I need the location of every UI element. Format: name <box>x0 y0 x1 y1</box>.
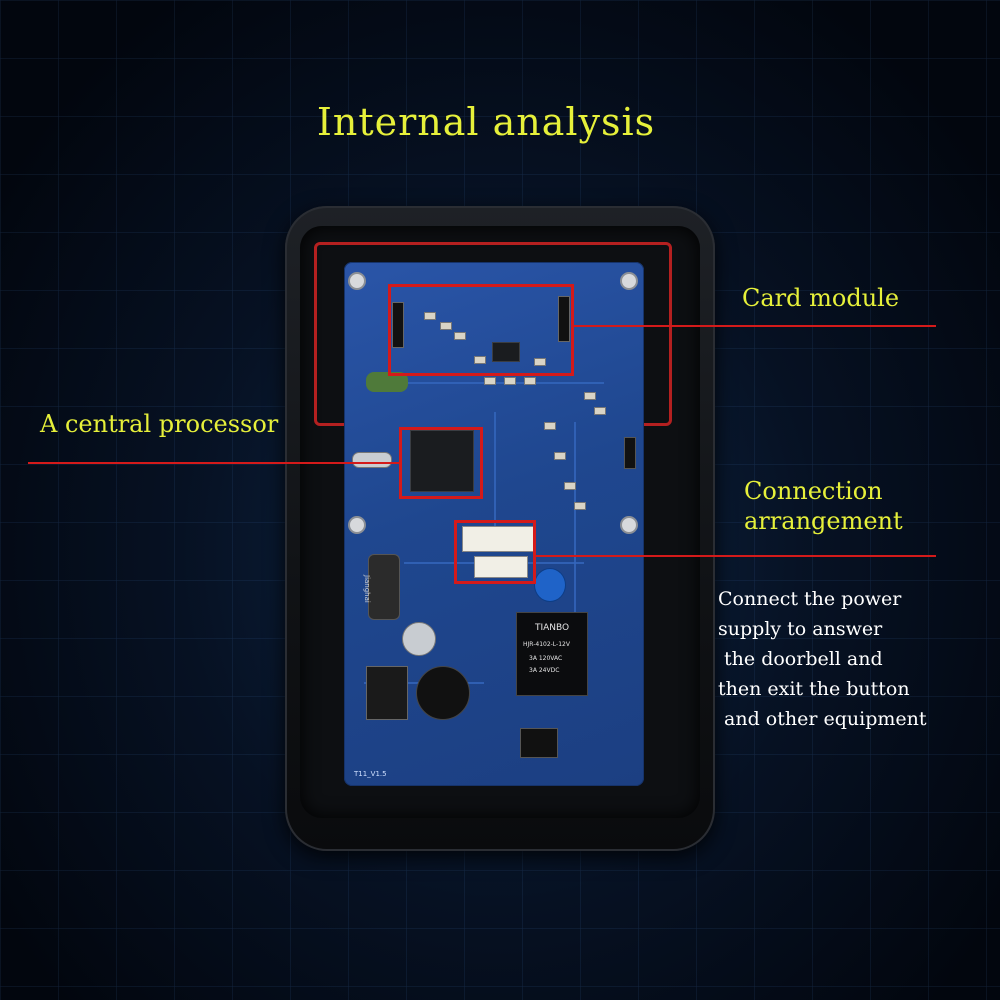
voltage-regulator <box>366 666 408 720</box>
processor-highlight <box>399 427 483 499</box>
card-module-callout-line <box>574 325 936 327</box>
note-line: then exit the button <box>718 678 910 700</box>
note-line: Connect the power <box>718 588 902 610</box>
connection-description: Connect the power supply to answer the d… <box>718 584 988 734</box>
note-line: the doorbell and <box>718 648 883 670</box>
varistor <box>534 568 566 602</box>
terminal-connector-top <box>462 526 536 552</box>
electrolytic-capacitor: Jianghai <box>363 554 400 620</box>
mounting-hole <box>620 516 638 534</box>
mounting-hole <box>348 272 366 290</box>
buzzer <box>416 666 470 720</box>
rf-chip <box>492 342 520 362</box>
mounting-hole <box>620 272 638 290</box>
card-module-highlight <box>388 284 574 376</box>
connection-label-line1: Connection <box>744 477 883 505</box>
pin-header <box>392 302 404 348</box>
green-capacitor <box>366 372 408 392</box>
small-capacitor <box>402 622 436 656</box>
processor-callout-line <box>28 462 399 464</box>
terminal-connector-bottom <box>474 556 528 578</box>
mounting-hole <box>348 516 366 534</box>
jumper <box>624 437 636 469</box>
connection-label-line2: arrangement <box>744 507 903 535</box>
note-line: and other equipment <box>718 708 927 730</box>
central-processor-label: A central processor <box>40 410 279 438</box>
bridge-rectifier <box>520 728 558 758</box>
crystal-oscillator <box>352 452 392 468</box>
relay: TIANBO HJR-4102-L-12V 3A 120VAC 3A 24VDC <box>516 612 588 696</box>
connection-highlight <box>454 520 536 584</box>
pin-header <box>558 296 570 342</box>
page-title: Internal analysis <box>316 100 656 144</box>
connection-callout-line <box>536 555 936 557</box>
card-module-label: Card module <box>742 284 900 312</box>
note-line: supply to answer <box>718 618 883 640</box>
circuit-board: Jianghai TIANBO HJR-4102-L-12V 3A 120VAC… <box>344 262 644 786</box>
mcu-chip <box>410 430 474 492</box>
